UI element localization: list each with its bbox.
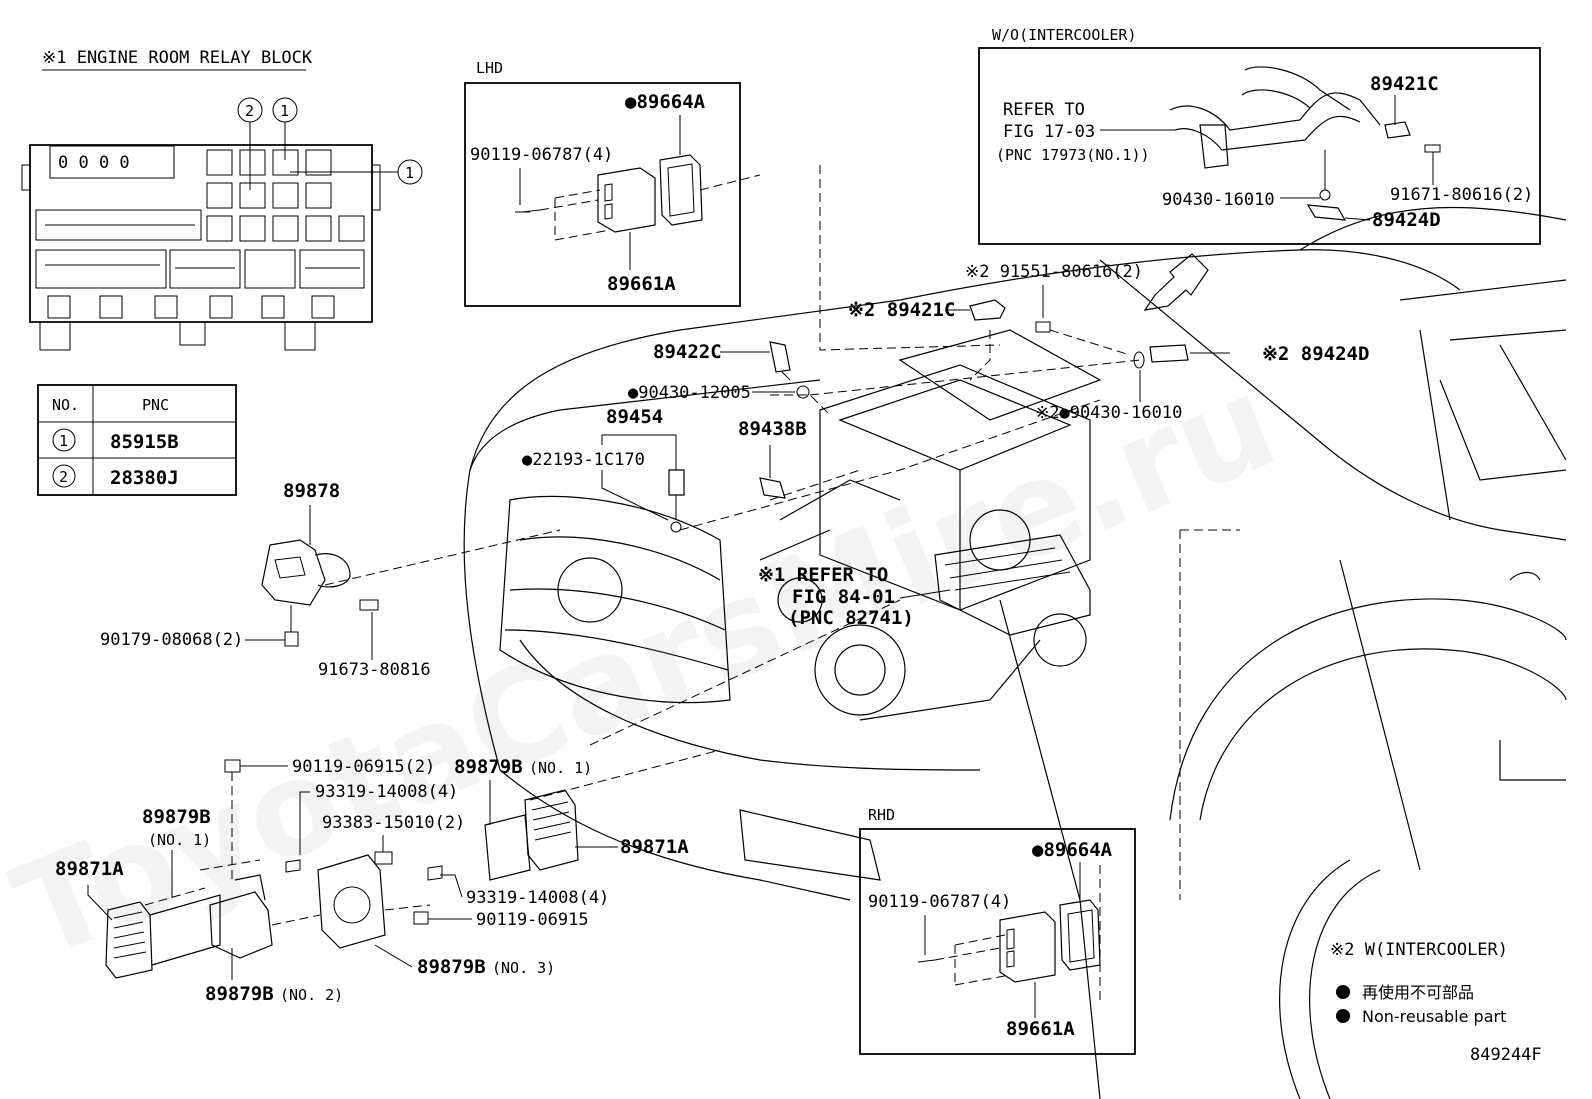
intercooler-label: W/O(INTERCOOLER) xyxy=(992,26,1137,44)
label-89878: 89878 xyxy=(283,480,340,502)
label-89879b-no2-sub: (NO. 2) xyxy=(280,986,343,1004)
label-89421c: ※2 89421C xyxy=(848,299,955,321)
relay-display-text: 0 0 0 0 xyxy=(58,153,130,173)
intercooler-refer-1: REFER TO xyxy=(1003,100,1085,120)
label-89879b-no2: 89879B xyxy=(205,983,274,1005)
lhd-part-89664a: ●89664A xyxy=(625,91,706,113)
main-labels: ※2 91551-80616(2) ※2 89421C 89422C ※2 89… xyxy=(55,262,1369,1005)
label-89871a-left: 89871A xyxy=(55,858,124,880)
label-89454: 89454 xyxy=(606,406,663,428)
pnc-table-header-pnc: PNC xyxy=(142,396,169,414)
legend-jp: 再使用不可部品 xyxy=(1362,983,1474,1002)
label-93319-14008-b: 93319-14008(4) xyxy=(466,888,609,908)
label-89871a-right: 89871A xyxy=(620,836,689,858)
pnc-row-1-no: 1 xyxy=(59,432,68,450)
label-93319-14008-a: 93319-14008(4) xyxy=(315,782,458,802)
intercooler-refer-2: FIG 17-03 xyxy=(1003,122,1095,142)
rhd-label: RHD xyxy=(868,806,895,824)
bracket-no3-shape xyxy=(317,854,386,949)
figure-id: 849244F xyxy=(1470,1045,1542,1065)
relay-callout-2: 2 xyxy=(245,102,254,120)
ecu-left-shape xyxy=(105,901,153,979)
relay-block-title: ※1 ENGINE ROOM RELAY BLOCK xyxy=(42,48,313,68)
label-89879b-no3-sub: (NO. 3) xyxy=(492,959,555,977)
label-89879b-no3: 89879B xyxy=(417,956,486,978)
watermark: ToyotaCarsMire.ru xyxy=(0,345,1295,988)
ecu-right-shape xyxy=(524,789,579,871)
rhd-part-89661a: 89661A xyxy=(1006,1018,1075,1040)
label-89879b-left-sub: (NO. 1) xyxy=(148,831,211,849)
label-refer-fig-84-01-b: FIG 84-01 xyxy=(792,586,895,608)
lhd-part-89661a: 89661A xyxy=(607,273,676,295)
pnc-table-header-no: NO. xyxy=(52,396,79,414)
intercooler-part-89421c: 89421C xyxy=(1370,73,1439,95)
label-93383-15010: 93383-15010(2) xyxy=(322,813,465,833)
legend-bullet-icon-2 xyxy=(1336,1009,1350,1023)
intercooler-part-91671: 91671-80616(2) xyxy=(1390,185,1533,205)
lhd-inset: LHD ●89664A 90119-06787(4) 89661A xyxy=(464,59,761,307)
legend: ※2 W(INTERCOOLER) 再使用不可部品 Non-reusable p… xyxy=(1330,940,1542,1065)
label-90430-16010: ※2●90430-16010 xyxy=(1035,403,1182,423)
rhd-part-89664a: ●89664A xyxy=(1032,839,1113,861)
label-89879b-top-sub: (NO. 1) xyxy=(529,759,592,777)
intercooler-part-89424d: 89424D xyxy=(1372,209,1441,231)
intercooler-refer-3: (PNC 17973(NO.1)) xyxy=(996,146,1150,164)
label-89422c: 89422C xyxy=(653,341,722,363)
vehicle-outline xyxy=(463,206,1567,1099)
label-90119-06915-2: 90119-06915(2) xyxy=(292,757,435,777)
pnc-row-2-pnc: 28380J xyxy=(110,467,179,489)
pnc-table: NO. PNC 1 85915B 2 28380J xyxy=(37,384,237,496)
bracket-no2-shape xyxy=(209,891,273,959)
pnc-row-1-pnc: 85915B xyxy=(110,431,179,453)
dashed-leaders xyxy=(589,165,1240,1000)
label-90179-08068: 90179-08068(2) xyxy=(100,630,243,650)
bracket-no1-shape xyxy=(484,814,531,881)
legend-bullet-icon xyxy=(1336,985,1350,999)
lhd-label: LHD xyxy=(476,59,503,77)
relay-block: ※1 ENGINE ROOM RELAY BLOCK 0 0 0 0 2 xyxy=(21,48,423,351)
relay-callout-1: 1 xyxy=(280,102,289,120)
direction-arrow xyxy=(1143,253,1209,311)
rhd-inset: RHD ●89664A 90119-06787(4) 89661A xyxy=(859,806,1136,1055)
legend-en: Non-reusable part xyxy=(1362,1007,1506,1026)
label-refer-fig-84-01-a: ※1 REFER TO xyxy=(758,564,888,586)
label-89879b-left: 89879B xyxy=(142,806,211,828)
rhd-part-90119-06787: 90119-06787(4) xyxy=(868,892,1011,912)
legend-note: ※2 W(INTERCOOLER) xyxy=(1330,940,1508,960)
relay-callout-1b: 1 xyxy=(405,164,414,182)
label-91551-80616: ※2 91551-80616(2) xyxy=(965,262,1143,282)
label-22193-1c170: ●22193-1C170 xyxy=(522,450,645,470)
intercooler-part-90430: 90430-16010 xyxy=(1162,190,1275,210)
lhd-part-90119-06787: 90119-06787(4) xyxy=(470,145,613,165)
label-91673-80816: 91673-80816 xyxy=(318,660,431,680)
pnc-row-2-no: 2 xyxy=(59,468,68,486)
label-90430-12005: ●90430-12005 xyxy=(628,383,751,403)
label-89879b-top: 89879B xyxy=(454,756,523,778)
label-refer-fig-84-01-c: (PNC 82741) xyxy=(788,607,914,629)
label-89424d: ※2 89424D xyxy=(1262,343,1369,365)
label-90119-06915: 90119-06915 xyxy=(476,910,589,930)
intercooler-inset: W/O(INTERCOOLER) REFER TO FIG 17-03 (PNC… xyxy=(978,26,1541,245)
label-89438b: 89438B xyxy=(738,418,807,440)
